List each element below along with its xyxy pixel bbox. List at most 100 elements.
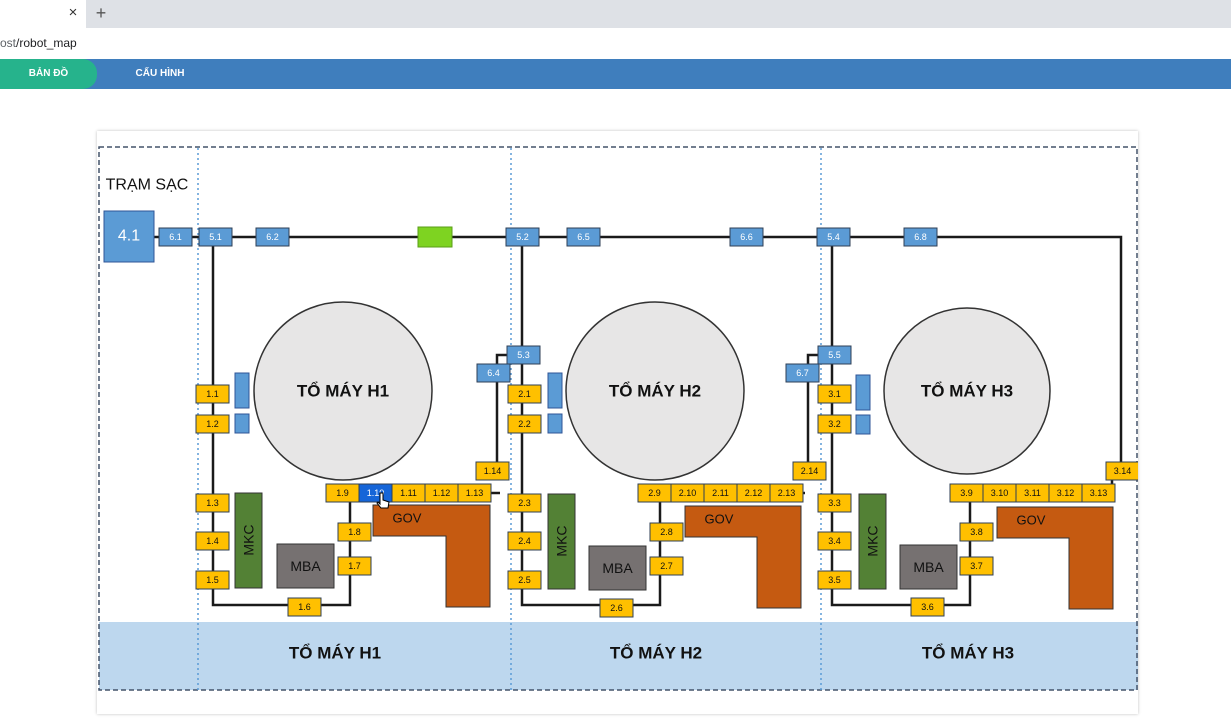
waypoint-6-7[interactable]: 6.7	[785, 363, 820, 383]
station-2-10[interactable]: 2.10	[670, 483, 705, 503]
station-3-4[interactable]: 3.4	[817, 531, 852, 551]
svg-text:1.7: 1.7	[348, 561, 361, 571]
browser-tab-bar: × +	[0, 0, 1231, 28]
nav-map-tab[interactable]: BẢN ĐỒ	[0, 59, 97, 89]
robot-position-marker	[417, 226, 453, 248]
station-1-6[interactable]: 1.6	[287, 597, 322, 617]
svg-text:2.14: 2.14	[801, 466, 819, 476]
browser-tab[interactable]: ×	[0, 0, 86, 28]
station-3-7[interactable]: 3.7	[959, 556, 994, 576]
unit-band-label: TỔ MÁY H1	[289, 644, 381, 663]
turbine-circle	[883, 307, 1051, 475]
svg-text:6.6: 6.6	[740, 232, 753, 242]
address-bar[interactable]: ost/robot_map	[0, 28, 1231, 60]
station-2-12[interactable]: 2.12	[736, 483, 771, 503]
svg-text:3.12: 3.12	[1057, 488, 1075, 498]
svg-text:1.4: 1.4	[206, 536, 219, 546]
station-3-8[interactable]: 3.8	[959, 522, 994, 542]
svg-text:1.11: 1.11	[400, 488, 417, 498]
svg-text:3.7: 3.7	[970, 561, 983, 571]
station-2-11[interactable]: 2.11	[703, 483, 738, 503]
station-3-6[interactable]: 3.6	[910, 597, 945, 617]
svg-text:2.4: 2.4	[518, 536, 531, 546]
station-2-7[interactable]: 2.7	[649, 556, 684, 576]
mba-label: MBA	[602, 560, 633, 576]
sensor-marker	[547, 413, 563, 434]
svg-text:3.13: 3.13	[1090, 488, 1108, 498]
station-1-14[interactable]: 1.14	[475, 461, 510, 481]
station-2-14[interactable]: 2.14	[792, 461, 827, 481]
gov-label: GOV	[393, 511, 422, 526]
station-1-10[interactable]: 1.10	[358, 483, 393, 503]
svg-text:2.1: 2.1	[518, 389, 531, 399]
waypoint-6-6[interactable]: 6.6	[729, 227, 764, 247]
station-2-2[interactable]: 2.2	[507, 414, 542, 434]
waypoint-6-5[interactable]: 6.5	[566, 227, 601, 247]
station-3-5[interactable]: 3.5	[817, 570, 852, 590]
station-2-9[interactable]: 2.9	[637, 483, 672, 503]
charging-station-label: TRẠM SẠC	[106, 177, 189, 194]
station-1-2[interactable]: 1.2	[195, 414, 230, 434]
waypoint-5-1[interactable]: 5.1	[198, 227, 233, 247]
waypoint-5-2[interactable]: 5.2	[505, 227, 540, 247]
mkc-label: MKC	[241, 524, 257, 555]
waypoint-6-4[interactable]: 6.4	[476, 363, 511, 383]
mkc-block	[234, 492, 263, 589]
station-1-1[interactable]: 1.1	[195, 384, 230, 404]
station-1-7[interactable]: 1.7	[337, 556, 372, 576]
waypoint-6-1[interactable]: 6.1	[158, 227, 193, 247]
station-3-2[interactable]: 3.2	[817, 414, 852, 434]
mkc-block	[547, 493, 576, 590]
station-3-13[interactable]: 3.13	[1081, 483, 1116, 503]
svg-text:6.2: 6.2	[266, 232, 279, 242]
turbine-label: TỔ MÁY H3	[921, 382, 1013, 401]
url-text[interactable]: ost/robot_map	[0, 36, 77, 50]
svg-text:2.8: 2.8	[660, 527, 673, 537]
svg-text:3.8: 3.8	[970, 527, 983, 537]
station-2-1[interactable]: 2.1	[507, 384, 542, 404]
turbine-circle	[565, 301, 745, 481]
svg-text:1.1: 1.1	[206, 389, 219, 399]
charging-station[interactable]	[103, 210, 155, 263]
waypoint-5-4[interactable]: 5.4	[816, 227, 851, 247]
waypoint-6-8[interactable]: 6.8	[903, 227, 938, 247]
waypoint-5-3[interactable]: 5.3	[506, 345, 541, 365]
station-1-5[interactable]: 1.5	[195, 570, 230, 590]
svg-text:1.10: 1.10	[367, 488, 385, 498]
station-3-9[interactable]: 3.9	[949, 483, 984, 503]
station-2-8[interactable]: 2.8	[649, 522, 684, 542]
station-1-4[interactable]: 1.4	[195, 531, 230, 551]
waypoint-5-5[interactable]: 5.5	[817, 345, 852, 365]
station-3-12[interactable]: 3.12	[1048, 483, 1083, 503]
station-3-3[interactable]: 3.3	[817, 493, 852, 513]
mba-block	[588, 545, 647, 591]
mba-label: MBA	[290, 558, 321, 574]
unit-band-label: TỔ MÁY H2	[610, 644, 702, 663]
station-3-1[interactable]: 3.1	[817, 384, 852, 404]
new-tab-icon[interactable]: +	[95, 3, 107, 23]
svg-text:6.5: 6.5	[577, 232, 590, 242]
station-1-12[interactable]: 1.12	[424, 483, 459, 503]
station-3-10[interactable]: 3.10	[982, 483, 1017, 503]
station-1-11[interactable]: 1.11	[391, 483, 426, 503]
station-2-13[interactable]: 2.13	[769, 483, 804, 503]
station-1-9[interactable]: 1.9	[325, 483, 360, 503]
sensor-marker	[855, 374, 871, 411]
svg-text:2.6: 2.6	[610, 603, 623, 613]
station-3-14[interactable]: 3.14	[1105, 461, 1140, 481]
station-1-3[interactable]: 1.3	[195, 493, 230, 513]
station-2-5[interactable]: 2.5	[507, 570, 542, 590]
station-2-4[interactable]: 2.4	[507, 531, 542, 551]
waypoint-6-2[interactable]: 6.2	[255, 227, 290, 247]
station-1-13[interactable]: 1.13	[457, 483, 492, 503]
station-2-3[interactable]: 2.3	[507, 493, 542, 513]
station-1-8[interactable]: 1.8	[337, 522, 372, 542]
sensor-marker	[234, 372, 250, 409]
station-2-6[interactable]: 2.6	[599, 598, 634, 618]
station-3-11[interactable]: 3.11	[1015, 483, 1050, 503]
close-icon[interactable]: ×	[68, 4, 78, 21]
nav-config-tab[interactable]: CẤU HÌNH	[135, 68, 185, 79]
svg-text:6.7: 6.7	[796, 368, 809, 378]
gov-block	[684, 505, 802, 609]
